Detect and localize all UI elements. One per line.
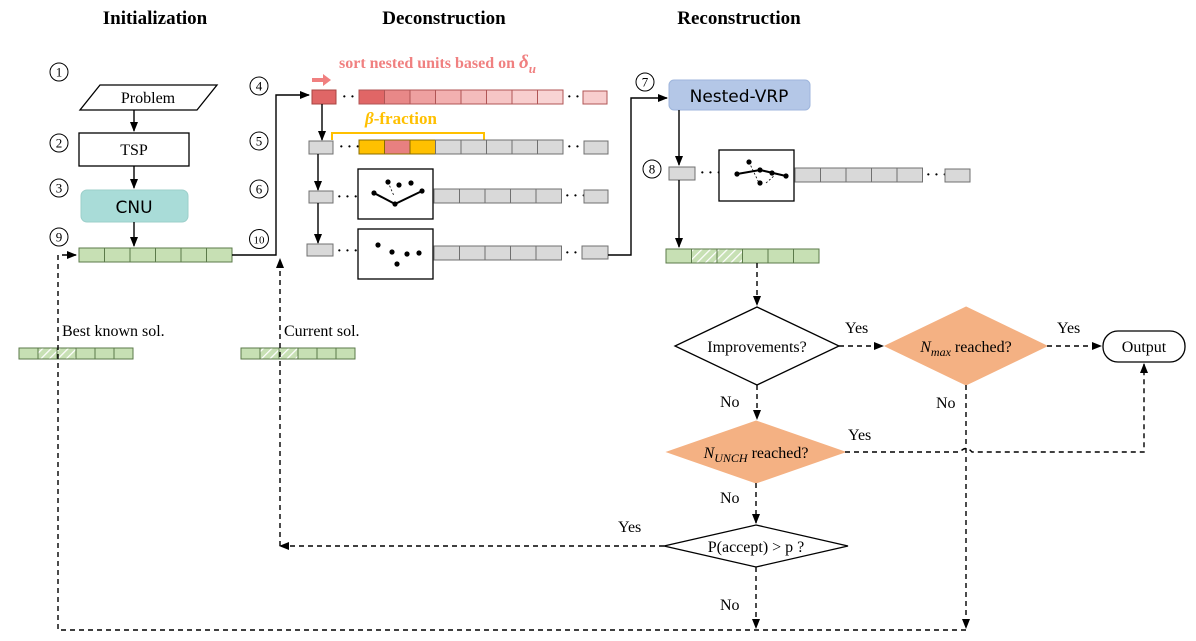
- ellipsis: · · ·: [567, 140, 588, 155]
- reinsertion-row: · · · · · ·: [668, 149, 971, 202]
- step-7-label: 7: [642, 75, 649, 90]
- sort-annotation: sort nested units based on δu: [339, 52, 536, 76]
- ellipsis: · · ·: [700, 166, 721, 181]
- output-label: Output: [1122, 339, 1167, 356]
- route-sketch: [357, 168, 434, 220]
- beta-symbol: β: [364, 109, 374, 128]
- step-10: 10: [249, 229, 269, 249]
- step-4: 4: [249, 76, 269, 96]
- improvements-label: Improvements?: [707, 339, 807, 356]
- nunch-label: NUNCH reached?: [703, 445, 809, 465]
- nested-vrp-label: Nested-VRP: [690, 87, 789, 107]
- step-4-label: 4: [256, 79, 263, 94]
- no-nunch-label: No: [720, 490, 740, 507]
- nmax-subscript: max: [931, 345, 952, 359]
- step-1-label: 1: [56, 65, 63, 80]
- best-known-label: Best known sol.: [62, 323, 165, 340]
- initial-solution-bar: [78, 247, 233, 263]
- beta-fraction-label: β-fraction: [364, 109, 438, 128]
- step-markers: 1 2 3 4 5 6 7 8 9 10: [49, 62, 662, 249]
- ellipsis: · · ·: [339, 140, 360, 155]
- nunch-subscript: UNCH: [714, 451, 749, 465]
- nmax-rest: reached?: [951, 339, 1012, 356]
- beta-fraction-brace: [331, 132, 485, 140]
- step-2-label: 2: [56, 136, 63, 151]
- step-7: 7: [635, 72, 655, 92]
- delta-symbol: δ: [519, 52, 529, 73]
- step-3-label: 3: [56, 181, 63, 196]
- tsp-label: TSP: [120, 142, 148, 159]
- step-8-label: 8: [649, 162, 656, 177]
- removal-row: · · · · · ·: [308, 168, 609, 220]
- nunch-rest: reached?: [748, 445, 809, 462]
- ellipsis: · · ·: [926, 168, 947, 183]
- yes-improvements-label: Yes: [845, 320, 868, 337]
- paccept-label: P(accept) > p ?: [708, 539, 805, 556]
- header-initialization: Initialization: [103, 8, 208, 29]
- delta-subscript: u: [529, 61, 536, 76]
- step-2: 2: [49, 133, 69, 153]
- nested-vrp-node: [668, 79, 811, 111]
- nmax-symbol: N: [919, 339, 932, 356]
- sort-arrow-icon: [312, 74, 331, 86]
- problem-node: [78, 84, 219, 111]
- current-label: Current sol.: [284, 323, 360, 340]
- partial-solution-row: · · · · · ·: [306, 228, 609, 280]
- ellipsis: · · ·: [565, 246, 586, 261]
- ellipsis: · · ·: [337, 244, 358, 259]
- tsp-node: [78, 132, 190, 167]
- step-5-label: 5: [256, 134, 263, 149]
- beta-rest: -fraction: [374, 109, 438, 128]
- sort-text: sort nested units based on: [339, 55, 519, 72]
- ellipsis: · · ·: [565, 189, 586, 204]
- sorted-units-row: · · · · · ·: [311, 89, 608, 105]
- step-1: 1: [49, 62, 69, 82]
- step-9: 9: [49, 227, 69, 247]
- no-improvements-label: No: [720, 394, 740, 411]
- new-solution-bar: [665, 248, 820, 264]
- step-8: 8: [642, 159, 662, 179]
- yes-nunch-label: Yes: [848, 427, 871, 444]
- no-paccept-label: No: [720, 597, 740, 614]
- nunch-symbol: N: [703, 445, 716, 462]
- step-3: 3: [49, 178, 69, 198]
- header-deconstruction: Deconstruction: [382, 8, 506, 29]
- best-known-solution-bar: [18, 347, 134, 360]
- step-10-label: 10: [254, 235, 266, 247]
- beta-fraction-row: · · · · · ·: [308, 139, 609, 155]
- ellipsis: · · ·: [342, 90, 363, 105]
- cnu-label: CNU: [115, 198, 152, 218]
- removed-points-sketch: [357, 228, 434, 280]
- yes-paccept-label: Yes: [618, 519, 641, 536]
- step-5: 5: [249, 131, 269, 151]
- output-node: [1102, 330, 1186, 363]
- current-solution-bar: [240, 347, 356, 360]
- ellipsis: · · ·: [337, 190, 358, 205]
- nmax-label: Nmax reached?: [919, 339, 1012, 359]
- yes-nmax-label: Yes: [1057, 320, 1080, 337]
- problem-label: Problem: [121, 90, 176, 107]
- header-reconstruction: Reconstruction: [677, 8, 801, 29]
- step-6-label: 6: [256, 182, 263, 197]
- step-6: 6: [249, 179, 269, 199]
- step-9-label: 9: [56, 230, 63, 245]
- no-nmax-label: No: [936, 395, 956, 412]
